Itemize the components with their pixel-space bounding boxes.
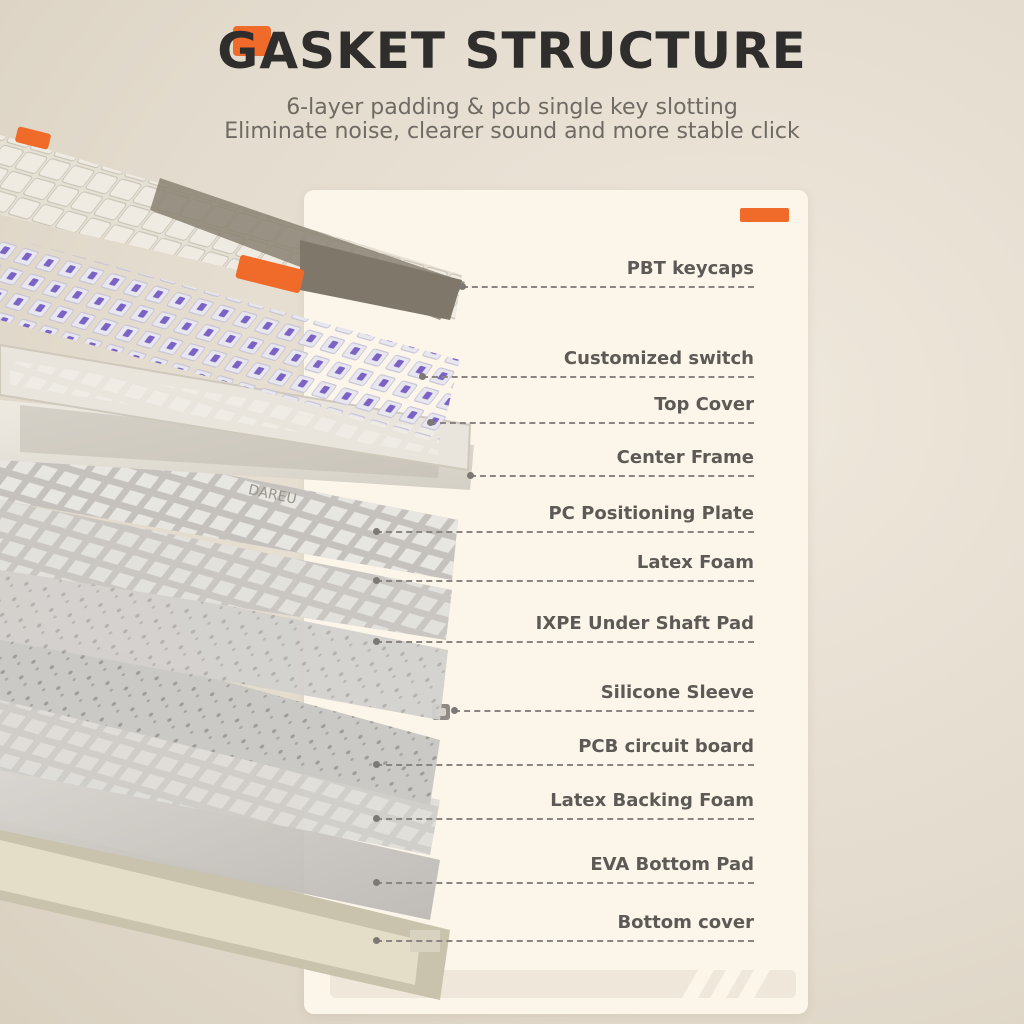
ixpe-pad-layer [0, 560, 448, 720]
layer-label: Latex Foam [636, 552, 754, 573]
layer-label: Center Frame [616, 447, 754, 468]
leader-dot [467, 472, 474, 479]
leader-dot [427, 419, 434, 426]
leader-dot [373, 937, 380, 944]
leader-line [376, 818, 754, 820]
layer-label: IXPE Under Shaft Pad [535, 613, 754, 634]
leader-dot [373, 638, 380, 645]
leader-dot [451, 707, 458, 714]
leader-line [376, 940, 754, 942]
title-accent-block [233, 26, 271, 56]
layer-label: PCB circuit board [578, 736, 754, 757]
center-frame-layer [0, 400, 474, 490]
leader-dot [373, 761, 380, 768]
layer-label: PBT keycaps [626, 258, 754, 279]
leader-line [376, 531, 754, 533]
leader-line [376, 641, 754, 643]
switch-layer [0, 235, 460, 440]
pcb-circuit-board-layer [0, 620, 440, 805]
leader-line [462, 286, 754, 288]
leader-line [376, 580, 754, 582]
layer-label: EVA Bottom Pad [590, 854, 754, 875]
subtitle-line-2: Eliminate noise, clearer sound and more … [224, 119, 800, 144]
pc-positioning-plate-layer [0, 430, 458, 580]
leader-line [454, 710, 754, 712]
leader-dot [459, 283, 466, 290]
leader-line [376, 882, 754, 884]
leader-line [422, 376, 754, 378]
subtitle-line-1: 6-layer padding & pcb single key slottin… [286, 95, 738, 120]
leader-dot [373, 577, 380, 584]
layer-label: Silicone Sleeve [600, 682, 754, 703]
leader-dot [373, 528, 380, 535]
leader-dot [419, 373, 426, 380]
panel-accent-tab [740, 208, 789, 222]
layer-label: Latex Backing Foam [550, 790, 754, 811]
layer-label: Top Cover [654, 394, 754, 415]
leader-line [376, 764, 754, 766]
leader-line [430, 422, 754, 424]
keycaps-layer [0, 126, 465, 320]
leader-line [470, 475, 754, 477]
layer-label: PC Positioning Plate [548, 503, 754, 524]
layer-label: Bottom cover [617, 912, 754, 933]
latex-foam-layer [0, 500, 452, 640]
latex-backing-foam-layer [0, 700, 440, 855]
title-wrap: GASKET STRUCTURE [0, 22, 1024, 80]
layer-label: Customized switch [563, 348, 754, 369]
eva-bottom-pad-layer [0, 760, 440, 920]
leader-dot [373, 815, 380, 822]
page-title: GASKET STRUCTURE [217, 22, 807, 80]
leader-dot [373, 879, 380, 886]
